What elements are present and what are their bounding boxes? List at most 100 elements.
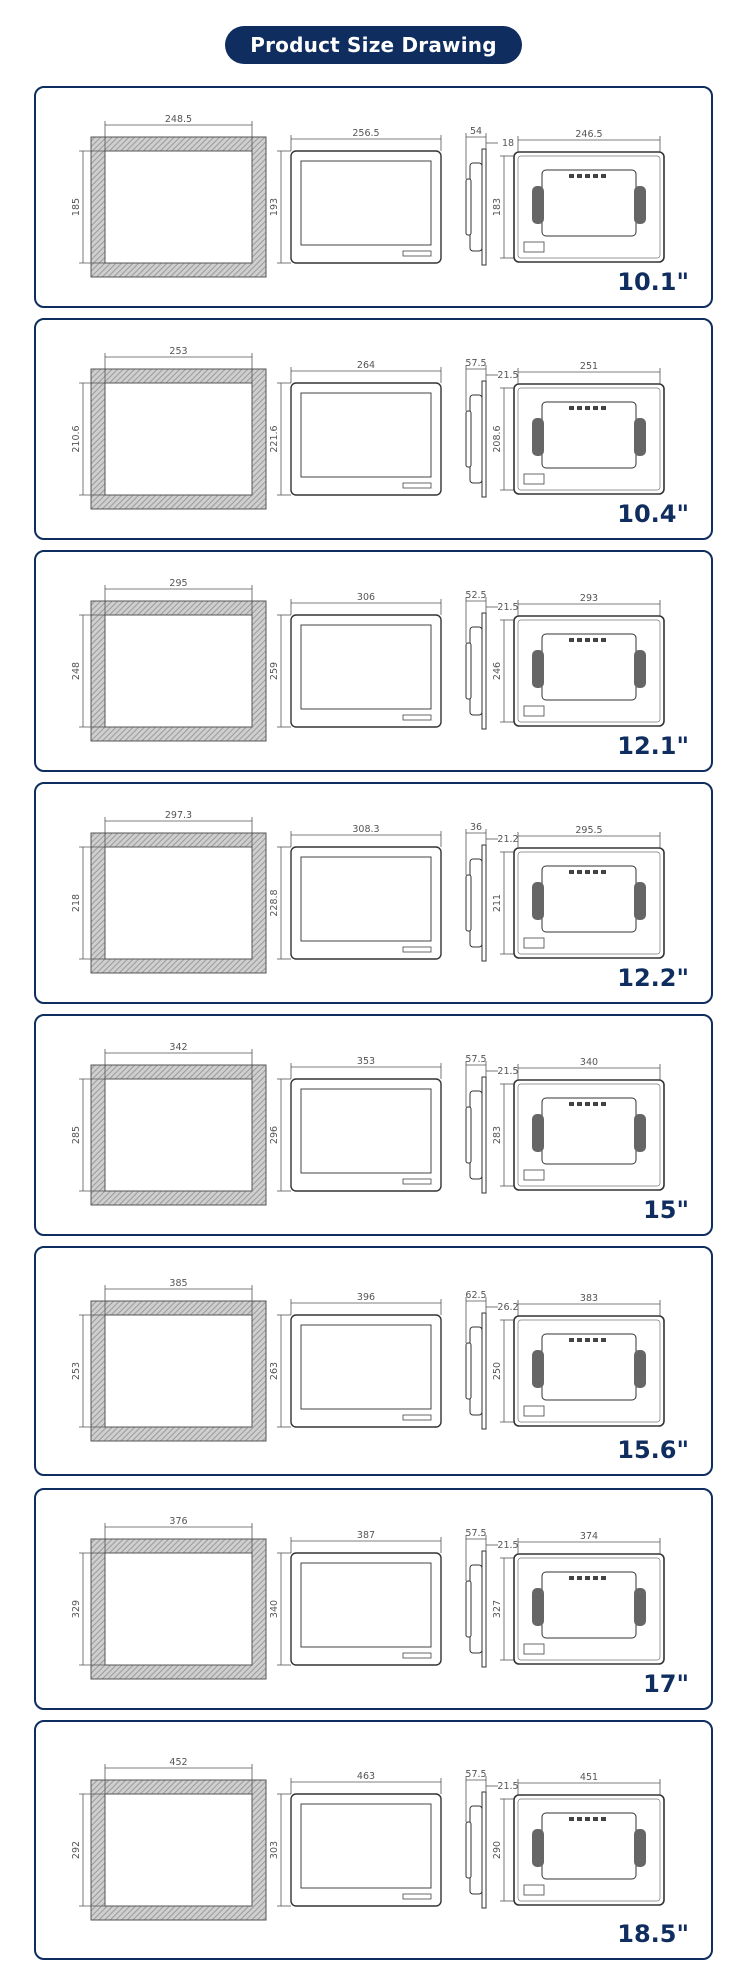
front-view-drawing: 264 221.6 bbox=[269, 360, 442, 496]
front-logo-strip bbox=[402, 714, 432, 721]
front-screen bbox=[300, 1562, 432, 1648]
panel-size-label: 10.4" bbox=[617, 500, 689, 528]
side-view-drawing: 57.521.5 bbox=[465, 1054, 519, 1194]
back-view-drawing: 451 290 bbox=[492, 1772, 665, 1906]
io-port bbox=[585, 1338, 590, 1342]
front-logo-strip bbox=[402, 1178, 432, 1185]
back-height-label: 183 bbox=[492, 198, 503, 216]
back-height-label: 211 bbox=[492, 894, 503, 912]
front-logo-strip bbox=[402, 482, 432, 489]
right-vent bbox=[634, 1114, 646, 1152]
front-height-label: 340 bbox=[269, 1600, 280, 1618]
io-port bbox=[585, 1576, 590, 1580]
front-height-label: 221.6 bbox=[269, 425, 280, 452]
front-width-label: 264 bbox=[357, 360, 375, 371]
cutout-width-label: 376 bbox=[169, 1516, 187, 1527]
io-port bbox=[577, 1817, 582, 1821]
front-logo-strip bbox=[402, 1893, 432, 1900]
back-mount-plate bbox=[541, 1571, 637, 1639]
back-width-label: 295.5 bbox=[575, 825, 602, 836]
back-mount-plate bbox=[541, 169, 637, 237]
front-width-label: 353 bbox=[357, 1056, 375, 1067]
back-height-label: 250 bbox=[492, 1362, 503, 1380]
side-view-drawing: 57.521.5 bbox=[465, 358, 519, 498]
panel-size-label: 12.1" bbox=[617, 732, 689, 760]
io-port bbox=[593, 406, 598, 410]
side-view-drawing: 62.5 26.2 bbox=[465, 1290, 519, 1430]
side-frame bbox=[481, 380, 487, 498]
left-vent bbox=[532, 650, 544, 688]
side-body bbox=[469, 858, 483, 948]
front-height-label: 228.8 bbox=[269, 889, 280, 916]
depth-label: 57.5 bbox=[465, 358, 486, 369]
io-port bbox=[569, 406, 574, 410]
depth-label: 62.5 bbox=[465, 1290, 486, 1301]
io-port bbox=[601, 1102, 606, 1106]
cutout-opening bbox=[104, 1314, 253, 1428]
left-vent bbox=[532, 418, 544, 456]
io-port bbox=[585, 1817, 590, 1821]
io-port bbox=[601, 1817, 606, 1821]
cutout-opening bbox=[104, 1552, 253, 1666]
side-bracket bbox=[465, 1342, 472, 1400]
side-bracket bbox=[465, 642, 472, 700]
io-port bbox=[585, 174, 590, 178]
cutout-height-label: 210.6 bbox=[71, 425, 82, 452]
side-bracket bbox=[465, 410, 472, 468]
back-height-label: 327 bbox=[492, 1600, 503, 1618]
cutout-height-label: 218 bbox=[71, 894, 82, 912]
front-screen bbox=[300, 856, 432, 942]
depth-label: 57.5 bbox=[465, 1769, 486, 1780]
front-screen bbox=[300, 1088, 432, 1174]
back-inner-edge bbox=[517, 1319, 661, 1423]
bezel-depth-label: 21.5 bbox=[497, 1066, 518, 1077]
back-height-label: 290 bbox=[492, 1841, 503, 1859]
side-body bbox=[469, 394, 483, 484]
side-body bbox=[469, 162, 483, 252]
back-label-plate bbox=[523, 937, 545, 949]
io-port bbox=[569, 1338, 574, 1342]
io-port bbox=[585, 638, 590, 642]
panel-size-label: 17" bbox=[643, 1670, 689, 1698]
front-logo-strip bbox=[402, 1652, 432, 1659]
depth-label: 54 bbox=[470, 126, 482, 137]
front-logo-strip bbox=[402, 250, 432, 257]
cutout-width-label: 253 bbox=[169, 346, 187, 357]
io-port bbox=[593, 1576, 598, 1580]
io-port bbox=[601, 1576, 606, 1580]
cutout-width-label: 452 bbox=[169, 1757, 187, 1768]
back-width-label: 451 bbox=[580, 1772, 598, 1783]
io-port bbox=[601, 174, 606, 178]
depth-label: 36 bbox=[470, 822, 482, 833]
front-logo-strip bbox=[402, 946, 432, 953]
side-view-drawing: 57.521.5 bbox=[465, 1528, 519, 1668]
bezel-depth-label: 26.2 bbox=[497, 1302, 518, 1313]
panel-size-label: 15" bbox=[643, 1196, 689, 1224]
front-width-label: 463 bbox=[357, 1771, 375, 1782]
bezel-depth-label: 18 bbox=[502, 138, 514, 149]
side-bracket bbox=[465, 178, 472, 236]
back-label-plate bbox=[523, 1643, 545, 1655]
side-body bbox=[469, 626, 483, 716]
back-label-plate bbox=[523, 473, 545, 485]
left-vent bbox=[532, 186, 544, 224]
back-width-label: 340 bbox=[580, 1057, 598, 1068]
front-screen bbox=[300, 160, 432, 246]
